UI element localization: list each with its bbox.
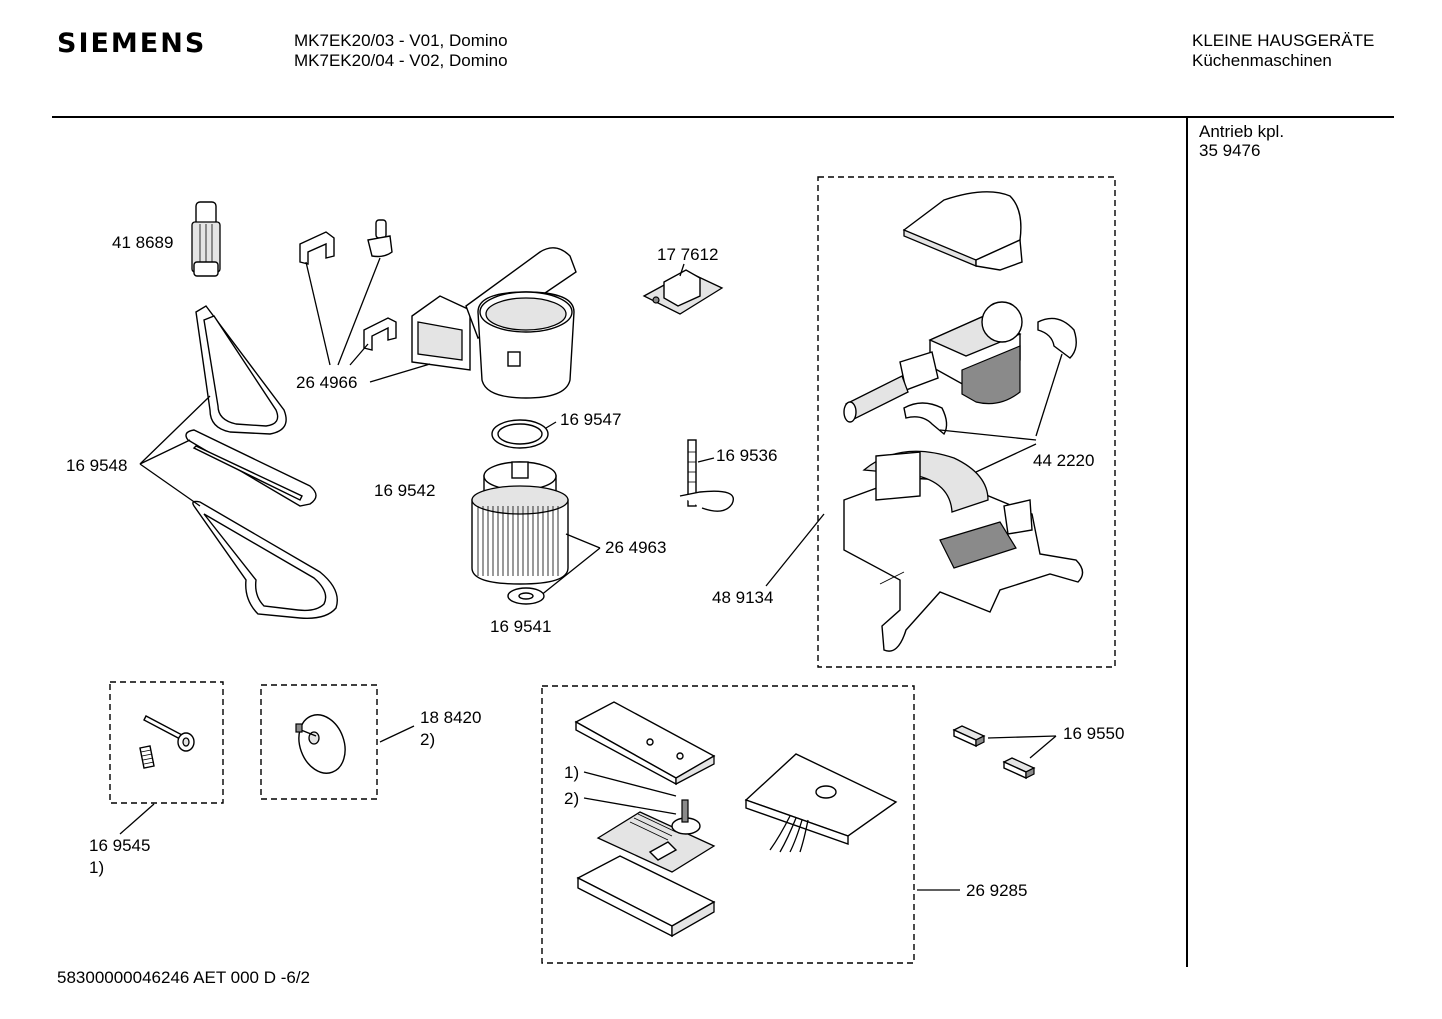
part-motor[interactable] (471, 461, 569, 585)
category-line-1: KLEINE HAUSGERÄTE (1192, 31, 1375, 50)
part-washer[interactable] (507, 587, 545, 605)
document-id: 58300000046246 AET 000 D -6/2 (57, 968, 311, 987)
part-spring-kit[interactable] (139, 715, 195, 769)
label-188420: 18 8420 (420, 708, 481, 727)
category-line-2: Küchenmaschinen (1192, 51, 1332, 70)
assembly-info: Antrieb kpl. 35 9476 (1199, 122, 1284, 160)
label-169545: 16 9545 (89, 836, 150, 855)
label-264966: 26 4966 (296, 373, 357, 392)
part-board-tray[interactable] (576, 855, 716, 938)
label-177612: 17 7612 (657, 245, 718, 264)
part-o-ring[interactable] (491, 419, 549, 449)
label-board-note-2: 2) (564, 789, 579, 808)
part-coupling-sleeve[interactable] (191, 201, 221, 277)
part-motor-cover[interactable] (902, 191, 1023, 271)
label-418689: 41 8689 (112, 233, 173, 252)
part-motor-unit[interactable] (843, 301, 1077, 436)
label-269285: 26 9285 (966, 881, 1027, 900)
assembly-number: 35 9476 (1199, 141, 1261, 160)
part-encoder-disc[interactable] (291, 708, 353, 779)
motor-assembly-frame (817, 176, 1116, 668)
electronics-frame (541, 685, 915, 964)
part-clip-lower[interactable] (363, 317, 397, 351)
assembly-name: Antrieb kpl. (1199, 122, 1285, 141)
label-169547: 16 9547 (560, 410, 621, 429)
label-188420-note: 2) (420, 730, 435, 749)
label-169548: 16 9548 (66, 456, 127, 475)
label-169550: 16 9550 (1063, 724, 1124, 743)
model-line-1: MK7EK20/03 - V01, Domino (294, 31, 508, 50)
label-169542: 16 9542 (374, 481, 435, 500)
label-489134: 48 9134 (712, 588, 773, 607)
label-169541: 16 9541 (490, 617, 551, 636)
part-board-cover[interactable] (574, 701, 716, 786)
label-board-note-1: 1) (564, 763, 579, 782)
product-category: KLEINE HAUSGERÄTE Küchenmaschinen (1192, 31, 1374, 71)
model-line-2: MK7EK20/04 - V02, Domino (294, 51, 508, 70)
disc-kit-frame (260, 684, 378, 800)
label-169545-note: 1) (89, 858, 104, 877)
label-169536: 16 9536 (716, 446, 777, 465)
header-divider (52, 116, 1394, 118)
part-gear-housing[interactable] (411, 247, 577, 399)
brand-logo: SIEMENS (57, 28, 207, 59)
part-motor-bracket[interactable] (744, 753, 898, 853)
side-divider (1186, 117, 1188, 967)
part-cable-holder[interactable] (679, 439, 734, 512)
part-switch[interactable] (642, 269, 724, 315)
part-clip-upper[interactable] (299, 231, 335, 265)
label-442220: 44 2220 (1033, 451, 1094, 470)
part-pin[interactable] (367, 219, 393, 258)
part-drive-belts[interactable] (185, 305, 338, 619)
label-264963: 26 4963 (605, 538, 666, 557)
part-base-frame[interactable] (843, 450, 1084, 652)
model-list: MK7EK20/03 - V01, Domino MK7EK20/04 - V0… (294, 31, 508, 71)
part-circuit-board[interactable] (596, 799, 716, 873)
spring-kit-frame (109, 681, 224, 804)
part-carbon-brushes[interactable] (952, 725, 1036, 780)
